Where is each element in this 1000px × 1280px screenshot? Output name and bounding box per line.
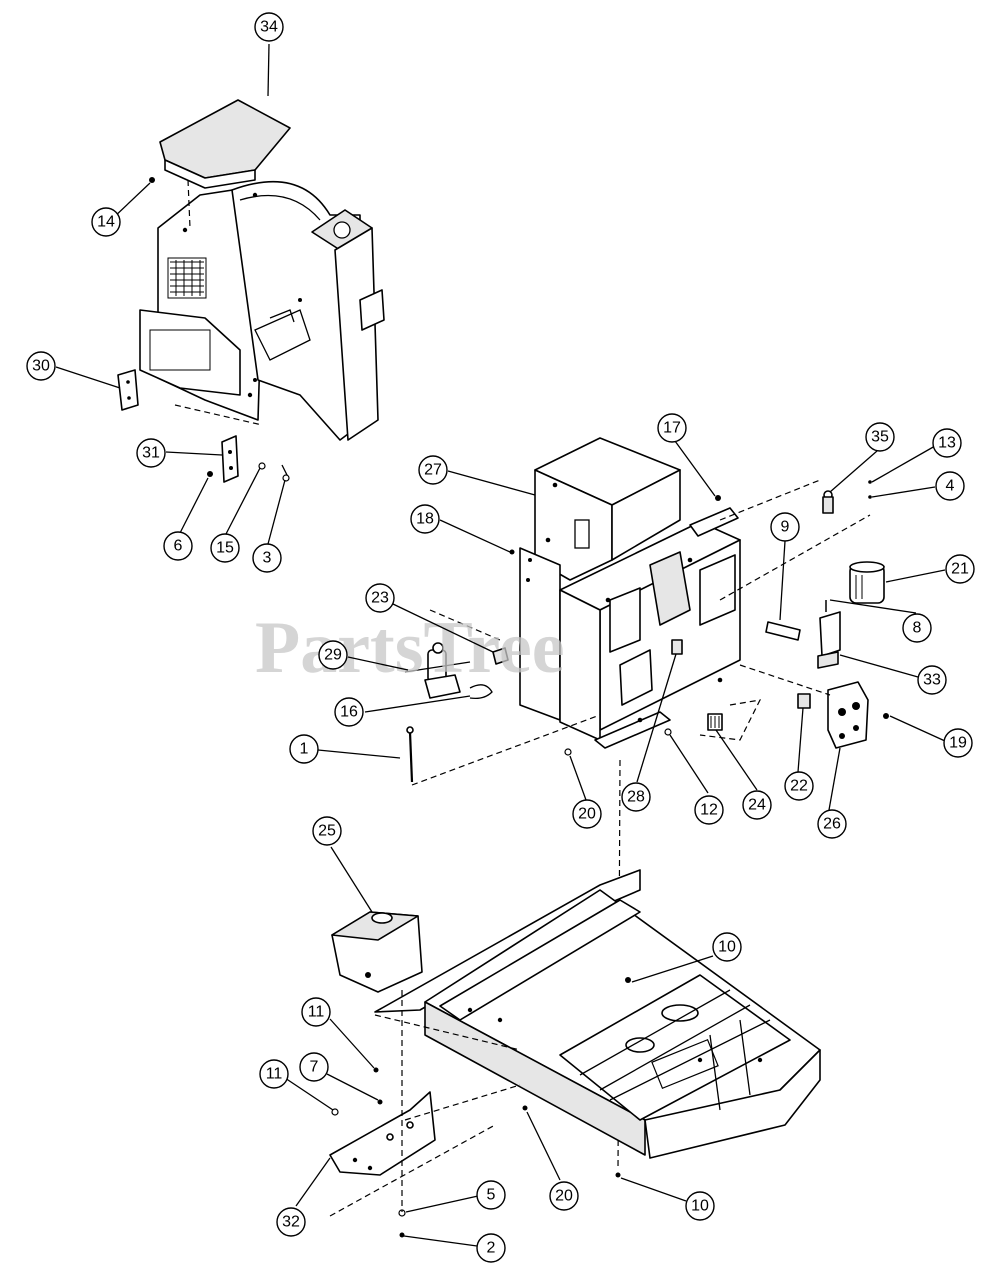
callout-17: 17 [657, 413, 687, 443]
svg-text:11: 11 [266, 1066, 283, 1083]
svg-text:3: 3 [263, 550, 272, 567]
callout-31: 31 [136, 438, 166, 468]
svg-text:10: 10 [691, 1198, 709, 1215]
callouts: 34 14 30 31 6 15 3 27 18 17 35 13 4 9 21… [26, 12, 975, 1263]
svg-text:28: 28 [627, 789, 645, 806]
callout-20-upper: 20 [572, 799, 602, 829]
callout-19: 19 [943, 728, 973, 758]
callout-4: 4 [935, 471, 965, 501]
callout-34: 34 [254, 12, 284, 42]
callout-7: 7 [299, 1052, 329, 1082]
callout-13: 13 [932, 428, 962, 458]
callout-6: 6 [163, 531, 193, 561]
svg-text:16: 16 [340, 704, 358, 721]
svg-text:5: 5 [487, 1187, 496, 1204]
callout-30: 30 [26, 351, 56, 381]
callout-11-right: 11 [301, 997, 331, 1027]
callout-1: 1 [289, 734, 319, 764]
svg-text:15: 15 [216, 540, 234, 557]
svg-text:34: 34 [260, 19, 278, 36]
svg-text:33: 33 [923, 672, 941, 689]
callout-28: 28 [621, 782, 651, 812]
callout-16: 16 [334, 697, 364, 727]
callout-33: 33 [917, 665, 947, 695]
callout-9: 9 [770, 512, 800, 542]
callout-11-left: 11 [259, 1059, 289, 1089]
callout-5: 5 [476, 1180, 506, 1210]
svg-text:32: 32 [282, 1214, 300, 1231]
svg-text:14: 14 [97, 214, 115, 231]
leader-lines [55, 43, 946, 1247]
svg-text:10: 10 [718, 939, 736, 956]
callout-10-upper: 10 [712, 932, 742, 962]
svg-text:2: 2 [487, 1240, 496, 1257]
callout-24: 24 [742, 790, 772, 820]
svg-text:12: 12 [700, 802, 718, 819]
callout-25: 25 [312, 816, 342, 846]
grille-vents [167, 257, 207, 299]
callout-2: 2 [476, 1233, 506, 1263]
watermark: PartsTree [255, 607, 565, 689]
svg-text:29: 29 [324, 647, 342, 664]
svg-text:20: 20 [578, 806, 596, 823]
solenoid-29 [404, 642, 471, 699]
svg-text:17: 17 [663, 420, 681, 437]
callout-14: 14 [91, 207, 121, 237]
callout-22: 22 [784, 771, 814, 801]
tank-25 [331, 911, 423, 993]
callout-10-lower: 10 [685, 1191, 715, 1221]
svg-text:20: 20 [555, 1188, 573, 1205]
svg-text:30: 30 [32, 358, 50, 375]
svg-text:18: 18 [416, 511, 434, 528]
callout-32: 32 [276, 1207, 306, 1237]
svg-text:8: 8 [913, 620, 922, 637]
svg-text:23: 23 [371, 590, 389, 607]
valve-26 [827, 681, 869, 749]
svg-text:1: 1 [300, 741, 309, 758]
svg-text:4: 4 [946, 478, 955, 495]
callout-12: 12 [694, 795, 724, 825]
svg-text:26: 26 [823, 816, 841, 833]
chassis-frame [329, 869, 821, 1238]
callout-3: 3 [252, 543, 282, 573]
callout-21: 21 [945, 554, 975, 584]
svg-text:11: 11 [308, 1004, 325, 1021]
callout-35: 35 [865, 422, 895, 452]
svg-text:35: 35 [871, 429, 889, 446]
callout-29: 29 [318, 640, 348, 670]
svg-text:24: 24 [748, 797, 766, 814]
svg-text:9: 9 [781, 519, 790, 536]
callout-20-lower: 20 [549, 1181, 579, 1211]
svg-text:22: 22 [790, 778, 808, 795]
svg-text:13: 13 [938, 435, 956, 452]
svg-text:27: 27 [424, 462, 442, 479]
filter-21 [849, 561, 885, 604]
callout-27: 27 [418, 455, 448, 485]
svg-text:25: 25 [318, 823, 336, 840]
callout-26: 26 [817, 809, 847, 839]
svg-text:7: 7 [310, 1059, 319, 1076]
svg-text:31: 31 [142, 445, 160, 462]
callout-18: 18 [410, 504, 440, 534]
callout-8: 8 [902, 613, 932, 643]
svg-text:6: 6 [174, 538, 183, 555]
callout-15: 15 [210, 533, 240, 563]
callout-23: 23 [365, 583, 395, 613]
svg-text:21: 21 [951, 561, 969, 578]
engine-shroud-assembly [117, 99, 385, 483]
svg-text:19: 19 [949, 735, 967, 752]
